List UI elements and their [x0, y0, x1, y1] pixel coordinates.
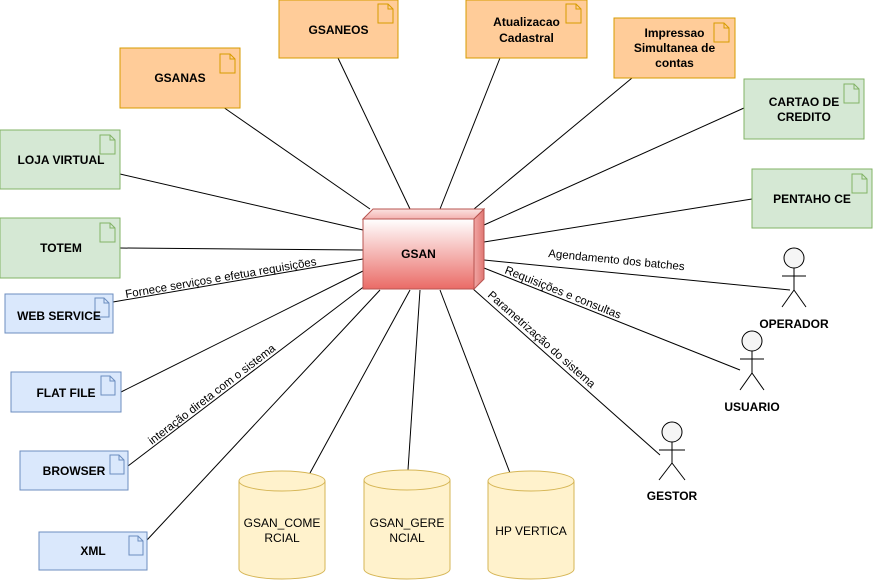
- document-icon: [109, 454, 125, 475]
- doc-impressao-label-1: Impressao: [644, 26, 704, 40]
- doc-loja-label: LOJA VIRTUAL: [18, 153, 105, 167]
- doc-atualizacao-label-2: Cadastral: [499, 31, 554, 45]
- edge-comercial: [309, 289, 411, 474]
- document-icon: [565, 3, 582, 24]
- doc-xml-label: XML: [80, 544, 105, 558]
- doc-browser: BROWSER: [19, 450, 129, 491]
- actor-icon: [739, 330, 765, 391]
- db-comercial-label-2: RCIAL: [264, 531, 300, 545]
- connector-lines: [112, 57, 791, 541]
- edge-xml: [146, 289, 381, 541]
- doc-gsaneos: GSANEOS: [278, 0, 399, 59]
- actor-usuario: USUARIO: [724, 330, 780, 414]
- edge-label-browser: interação direta com o sistema: [147, 342, 279, 447]
- doc-cartao-label-1: CARTAO DE: [769, 95, 839, 109]
- doc-impressao-label-3: contas: [655, 56, 694, 70]
- doc-browser-label: BROWSER: [43, 464, 106, 478]
- edge-usuario: [483, 267, 741, 371]
- doc-impressao: Impressao Simultanea de contas: [613, 17, 736, 79]
- document-icon: [851, 173, 868, 194]
- edge-operador: [483, 259, 791, 291]
- edge-impressao: [473, 77, 633, 210]
- doc-webservice-label: WEB SERVICE: [17, 309, 101, 323]
- edge-label-operador: Agendamento dos batches: [548, 248, 686, 273]
- central-node-label: GSAN: [401, 247, 436, 261]
- central-node-gsan: GSAN: [361, 207, 486, 291]
- document-icon: [99, 222, 116, 243]
- edge-vertica: [439, 289, 511, 474]
- edge-webservice: [112, 258, 364, 303]
- doc-loja-virtual: LOJA VIRTUAL: [0, 129, 121, 190]
- doc-pentaho-label: PENTAHO CE: [773, 192, 851, 206]
- doc-web-service: WEB SERVICE: [4, 293, 114, 334]
- doc-atualizacao: Atualizacao Cadastral: [465, 0, 588, 59]
- actor-operador-label: OPERADOR: [759, 317, 829, 331]
- document-icon: [377, 3, 394, 24]
- doc-totem: TOTEM: [0, 217, 121, 279]
- db-gerencial-label-1: GSAN_GERE: [370, 516, 445, 530]
- doc-cartao: CARTAO DE CREDITO: [743, 78, 865, 140]
- db-vertica-label: HP VERTICA: [495, 524, 567, 538]
- edge-totem: [119, 247, 364, 251]
- edge-atualizacao: [439, 57, 501, 210]
- edge-flatfile: [120, 269, 366, 393]
- db-comercial-label-1: GSAN_COME: [244, 516, 321, 530]
- doc-gsaneos-label: GSANEOS: [308, 23, 368, 37]
- actor-icon: [658, 421, 686, 481]
- edge-pentaho: [483, 198, 753, 243]
- document-icon: [843, 83, 860, 104]
- doc-flat-file: FLAT FILE: [10, 371, 122, 413]
- actor-icon: [781, 247, 807, 308]
- doc-cartao-label-2: CREDITO: [777, 110, 831, 124]
- edge-browser: [127, 281, 371, 467]
- edge-label-webservice: Fornece serviços e efetua requisições: [124, 256, 317, 301]
- doc-flatfile-label: FLAT FILE: [36, 386, 95, 400]
- document-icon: [100, 375, 116, 396]
- database-gsan-comercial: GSAN_COME RCIAL: [238, 470, 326, 580]
- edge-cartao: [483, 107, 745, 226]
- doc-atualizacao-label-1: Atualizacao: [493, 15, 560, 29]
- edge-gestor: [471, 287, 661, 456]
- edge-gerencial: [407, 289, 421, 471]
- doc-pentaho: PENTAHO CE: [751, 168, 873, 229]
- document-icon: [713, 22, 730, 43]
- actor-gestor-label: GESTOR: [647, 489, 698, 503]
- db-gerencial-label-2: NCIAL: [389, 531, 425, 545]
- database-hp-vertica: HP VERTICA: [487, 470, 575, 580]
- edge-loja: [119, 173, 364, 231]
- document-icon: [99, 134, 116, 155]
- document-icon: [128, 535, 144, 556]
- database-gsan-gerencial: GSAN_GERE NCIAL: [363, 469, 451, 580]
- edge-gsaneos: [337, 57, 411, 210]
- doc-totem-label: TOTEM: [40, 241, 82, 255]
- doc-impressao-label-2: Simultanea de: [634, 41, 716, 55]
- edge-gsanas: [222, 106, 371, 210]
- document-icon: [219, 53, 236, 74]
- doc-xml: XML: [38, 531, 148, 571]
- doc-gsanas-label: GSANAS: [154, 71, 205, 85]
- actor-gestor: GESTOR: [647, 421, 698, 503]
- actor-operador: OPERADOR: [759, 247, 829, 331]
- actor-usuario-label: USUARIO: [724, 400, 779, 414]
- document-icon: [94, 297, 110, 318]
- doc-gsanas: GSANAS: [119, 47, 241, 109]
